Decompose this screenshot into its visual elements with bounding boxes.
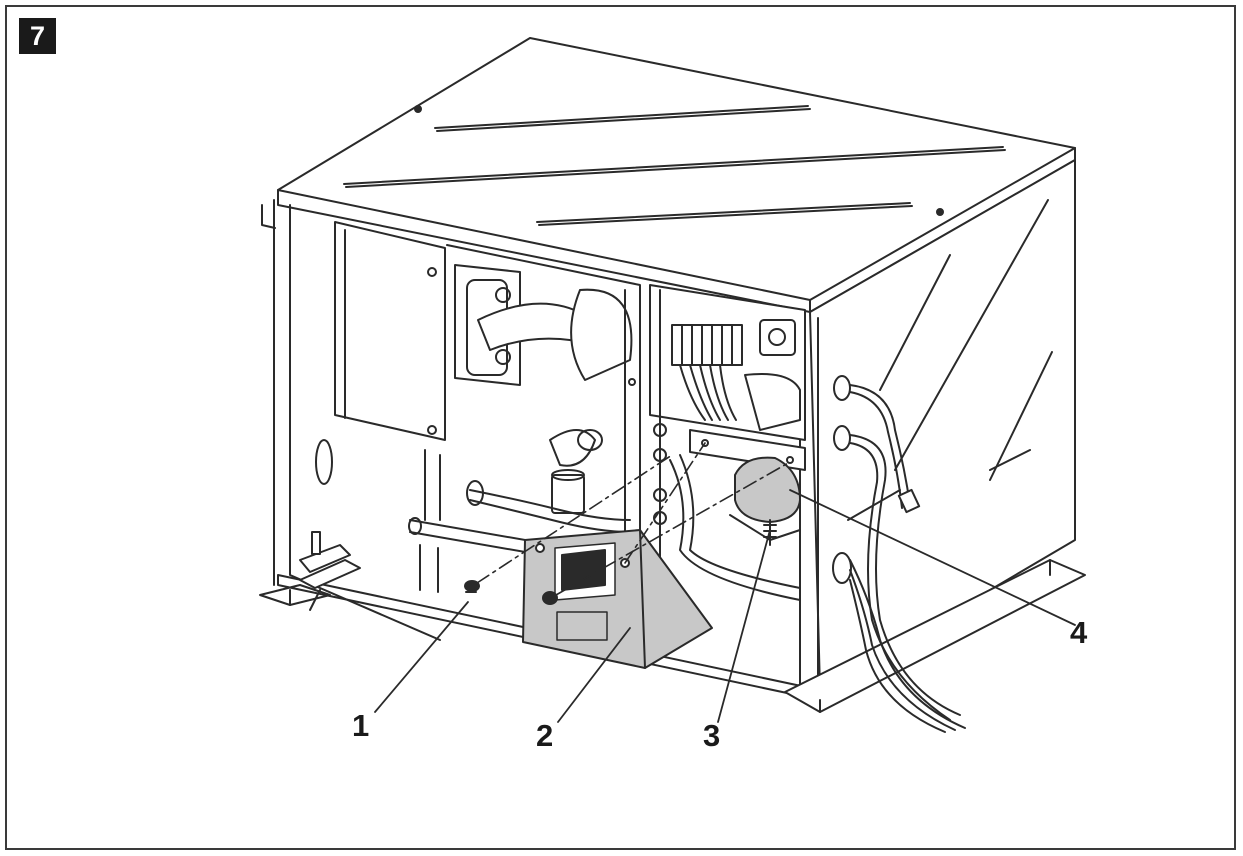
leader-lines (374, 489, 1076, 723)
electrical-panel (649, 284, 806, 601)
callout-2-label: 2 (536, 718, 554, 753)
callout-1-label: 1 (352, 708, 370, 743)
interior-components (299, 221, 641, 593)
unit-top-panel (277, 37, 1076, 313)
cables (832, 375, 966, 733)
screw-part-1 (464, 580, 480, 593)
round-cover-part-4 (729, 456, 801, 546)
figure-number-badge: 7 (19, 18, 56, 54)
cover-part-2 (522, 529, 713, 669)
unit-base-rails (299, 559, 1086, 713)
callout-4-label: 4 (1070, 615, 1088, 650)
figure-frame (5, 5, 1236, 850)
callout-3-label: 3 (703, 718, 721, 753)
screw-part-2 (542, 591, 558, 605)
assembly-guide-lines (476, 442, 791, 596)
